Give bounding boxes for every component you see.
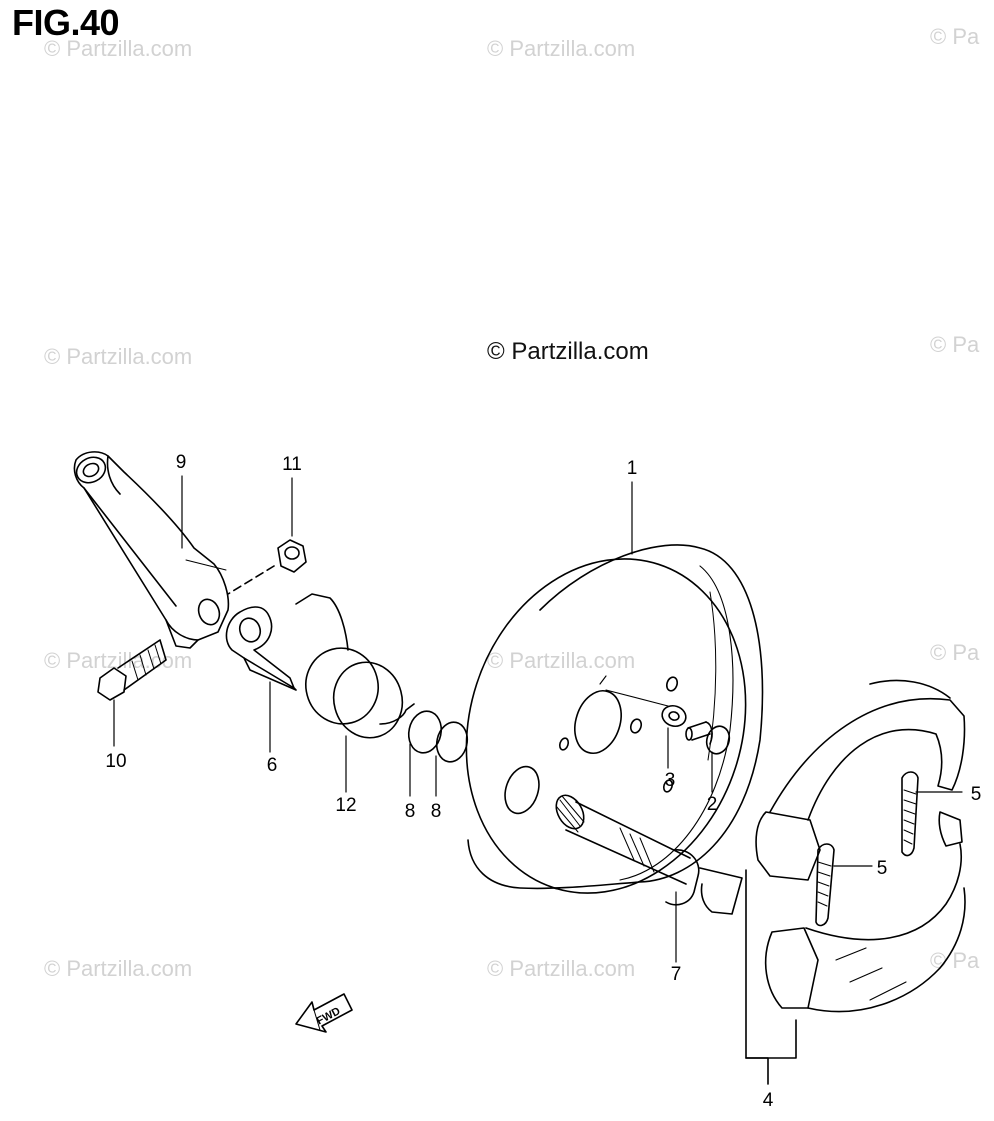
callout-7: 7 [671, 964, 682, 985]
forward-arrow-icon [295, 993, 353, 1033]
watermark: © Partzilla.com [44, 648, 193, 673]
callout-4: 4 [763, 1090, 774, 1111]
callout-11: 11 [282, 454, 302, 475]
callout-3: 3 [665, 770, 676, 791]
watermark: © Partzilla.com [487, 956, 636, 981]
shoe-spring [815, 843, 835, 927]
callout-12: 12 [335, 795, 356, 816]
callout-2: 2 [707, 794, 718, 815]
callout-9: 9 [176, 452, 187, 473]
nut [277, 539, 307, 573]
washer [661, 704, 687, 728]
watermark: © Pa [930, 332, 980, 357]
brake-panel [465, 544, 764, 894]
watermark: © Partzilla.com [487, 36, 636, 61]
wear-indicator-plate [225, 606, 297, 691]
screw [685, 721, 731, 755]
brake-shoe-set [745, 679, 966, 1085]
watermark: © Partzilla.com [44, 36, 193, 61]
callout-5: 5 [971, 784, 982, 805]
brake-cam-lever [73, 451, 230, 649]
brake-cam-shaft [555, 794, 743, 915]
watermark: © Partzilla.com [44, 956, 193, 981]
shoe-spring [901, 771, 919, 857]
leader-lines [113, 475, 963, 963]
callout-10: 10 [105, 751, 126, 772]
callout-5: 5 [877, 858, 888, 879]
callout-8: 8 [431, 801, 442, 822]
bolt [97, 639, 167, 701]
watermark: © Partzilla.com [44, 344, 193, 369]
watermark: © Partzilla.com [487, 648, 636, 673]
watermark: © Pa [930, 24, 980, 49]
leader-dash [227, 565, 275, 595]
callout-6: 6 [267, 755, 278, 776]
callout-8: 8 [405, 801, 416, 822]
watermark: © Pa [930, 640, 980, 665]
callout-1: 1 [627, 458, 638, 479]
return-spring [295, 593, 415, 739]
fwd-label: FWD [315, 1005, 343, 1027]
copyright-mark: © Partzilla.com [487, 338, 649, 365]
seal-ring [407, 710, 443, 754]
figure-title: FIG.40 [12, 2, 120, 43]
